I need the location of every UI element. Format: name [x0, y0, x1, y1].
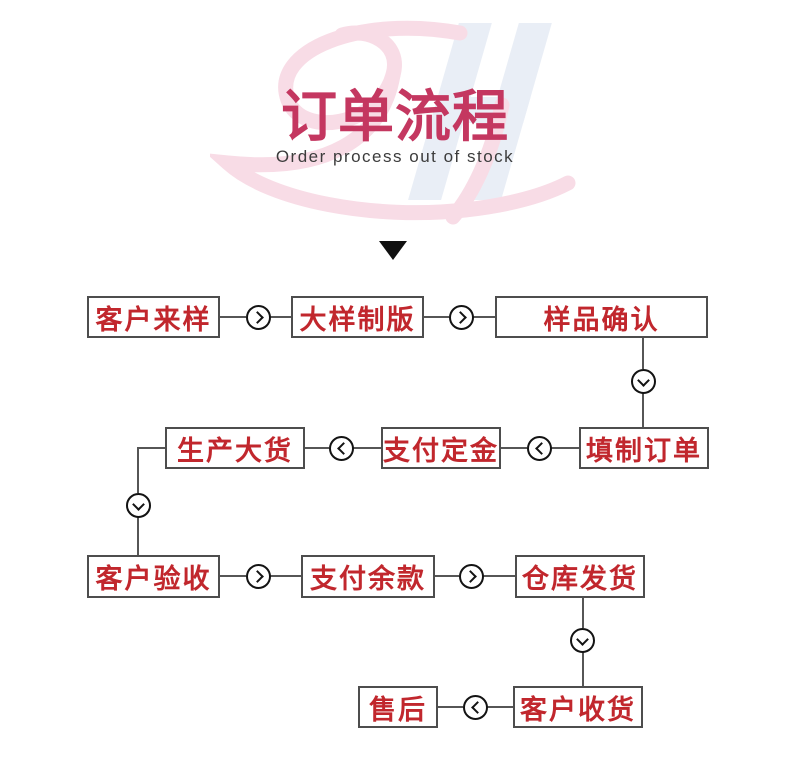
flow-line [473, 316, 495, 318]
arrow-circle-down [570, 628, 595, 653]
arrow-circle-right [246, 564, 271, 589]
flow-line [220, 575, 246, 577]
page-subtitle: Order process out of stock [275, 147, 515, 166]
chevron-right-icon [463, 570, 477, 583]
arrow-circle-right [449, 305, 474, 330]
arrow-circle-left [527, 436, 552, 461]
arrow-circle-right [246, 305, 271, 330]
flow-line [137, 517, 139, 555]
flow-line [582, 652, 584, 686]
flow-line [270, 575, 301, 577]
flow-node-fill-order: 填制订单 [579, 427, 709, 469]
chevron-left-icon [336, 442, 350, 455]
flow-line [220, 316, 246, 318]
flow-line [642, 338, 644, 369]
chevron-right-icon [250, 311, 264, 324]
flow-line [551, 447, 579, 449]
arrow-circle-down [631, 369, 656, 394]
flow-node-after-sales: 售后 [358, 686, 438, 728]
chevron-right-icon [453, 311, 467, 324]
flow-line [137, 447, 139, 493]
flow-node-pay-deposit: 支付定金 [381, 427, 501, 469]
flow-line [270, 316, 291, 318]
flow-node-bulk-production: 生产大货 [165, 427, 305, 469]
chevron-down-icon [132, 497, 145, 511]
triangle-down-icon [379, 241, 407, 260]
flow-line [642, 393, 644, 427]
flow-node-sample-plate-making: 大样制版 [291, 296, 424, 338]
arrow-circle-down [126, 493, 151, 518]
chevron-left-icon [470, 701, 484, 714]
arrow-circle-left [463, 695, 488, 720]
flow-node-customer-receiving: 客户收货 [513, 686, 643, 728]
watermark-script-l [210, 20, 576, 225]
flow-node-pay-balance: 支付余款 [301, 555, 435, 598]
flow-line [438, 706, 463, 708]
flow-line [305, 447, 329, 449]
arrow-circle-left [329, 436, 354, 461]
chevron-down-icon [637, 373, 650, 387]
brand-watermark [210, 20, 576, 225]
chevron-down-icon [576, 632, 589, 646]
flow-node-sample-confirmation: 样品确认 [495, 296, 708, 338]
flow-node-customer-acceptance: 客户验收 [87, 555, 220, 598]
flow-line [487, 706, 513, 708]
flow-line [435, 575, 459, 577]
chevron-right-icon [250, 570, 264, 583]
chevron-left-icon [534, 442, 548, 455]
flow-line [582, 598, 584, 628]
flow-line [353, 447, 381, 449]
flow-node-warehouse-shipping: 仓库发货 [515, 555, 645, 598]
page-title: 订单流程 [281, 84, 509, 150]
flow-line [483, 575, 515, 577]
flow-line [424, 316, 449, 318]
flow-node-customer-sample: 客户来样 [87, 296, 220, 338]
arrow-circle-right [459, 564, 484, 589]
flow-line [501, 447, 527, 449]
flow-line [138, 447, 165, 449]
